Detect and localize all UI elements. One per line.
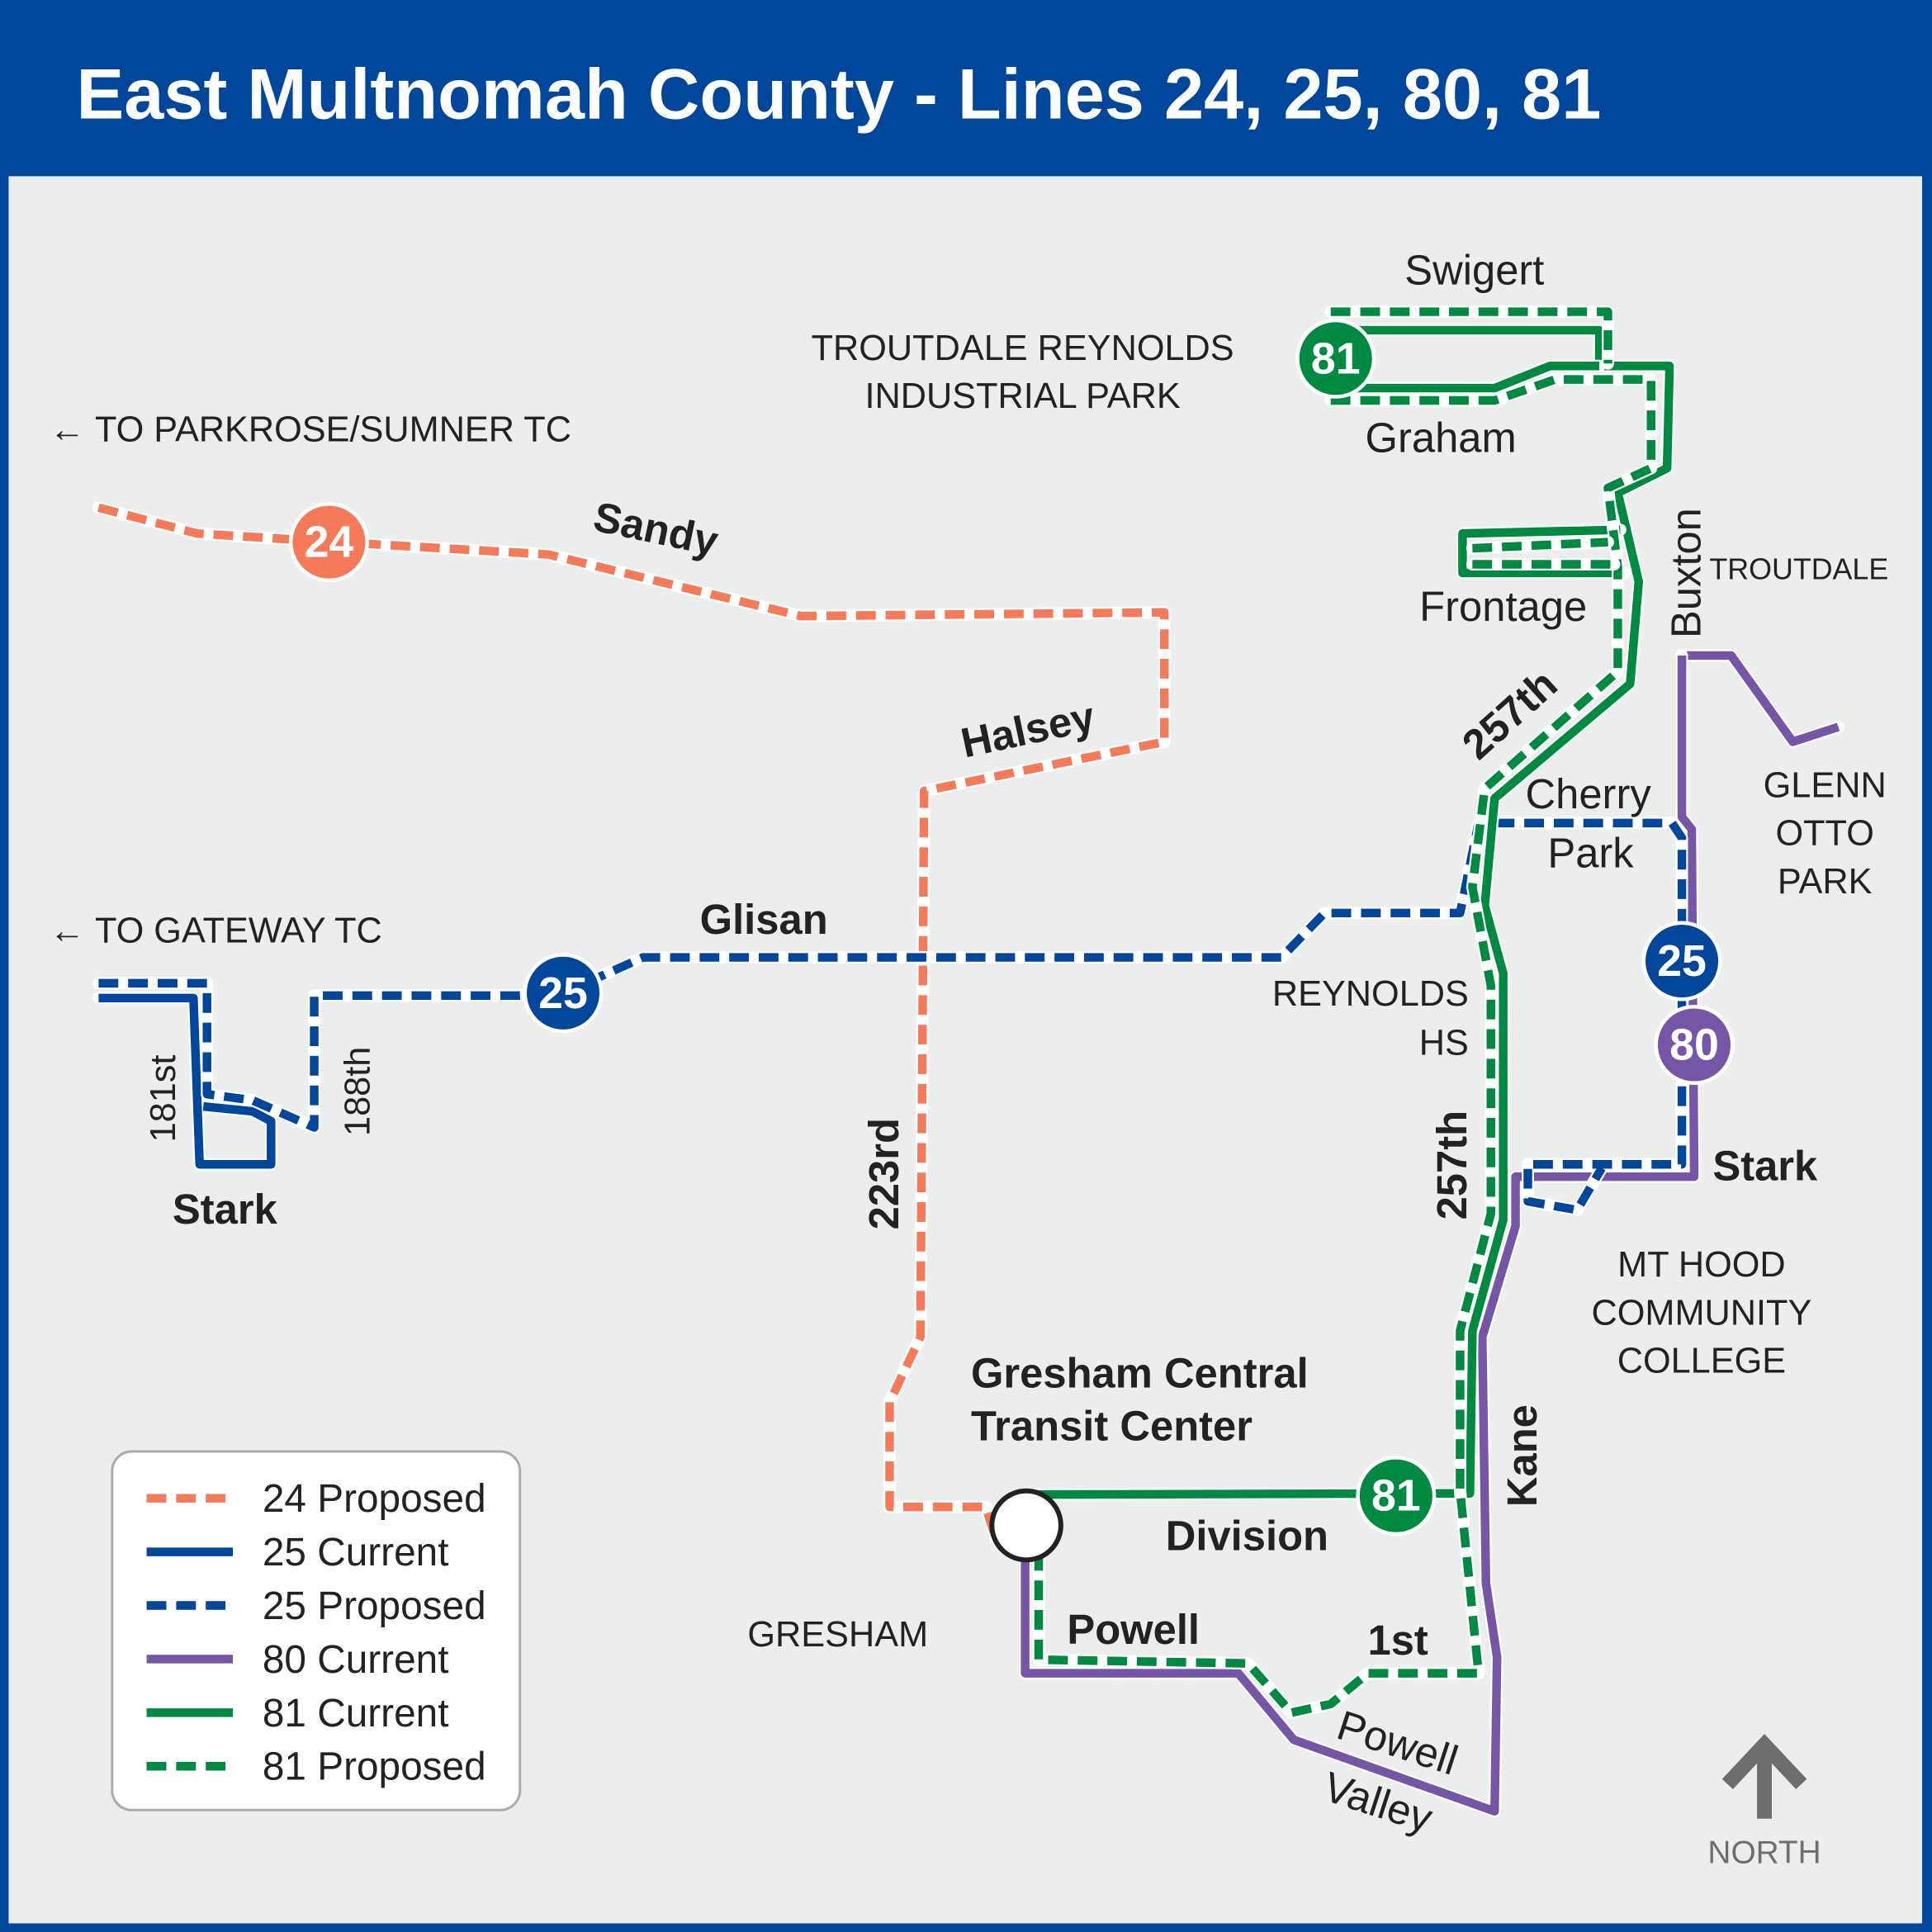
route-81-current [1330, 362, 1600, 393]
route-80-current [1020, 655, 1699, 1816]
legend-label: 81 Current [263, 1692, 449, 1735]
legend-label: 80 Current [263, 1638, 449, 1682]
place-hs: HS [1419, 1023, 1469, 1063]
street-257th-south: 257th [1428, 1110, 1475, 1220]
legend-box [111, 1450, 522, 1811]
street-1st: 1st [1368, 1617, 1428, 1664]
badge-25-east [1641, 921, 1722, 1002]
street-graham: Graham [1366, 414, 1517, 462]
route-25-current [98, 993, 276, 1169]
place-industrial-park: INDUSTRIAL PARK [865, 376, 1181, 416]
street-park: Park [1547, 830, 1634, 877]
street-stark-west: Stark [173, 1186, 278, 1233]
badge-81-north-label: 81 [1311, 334, 1361, 383]
place-college: COLLEGE [1617, 1341, 1786, 1380]
route-81-proposed [1472, 537, 1608, 553]
route-81-proposed [1034, 375, 1655, 1717]
street-181st: 181st [144, 1055, 183, 1143]
route-80-current [1682, 651, 1840, 746]
direction-parkrose: ← TO PARKROSE/SUMNER TC [50, 410, 571, 449]
badge-81-south [1356, 1456, 1437, 1537]
place-troutdale-reynolds: TROUTDALE REYNOLDS [812, 329, 1234, 368]
street-kane: Kane [1499, 1404, 1546, 1507]
badge-81-north [1295, 318, 1376, 399]
place-community: COMMUNITY [1592, 1293, 1812, 1333]
street-188th: 188th [339, 1047, 378, 1136]
badge-80-label: 80 [1669, 1020, 1719, 1070]
legend-label: 81 Proposed [263, 1745, 486, 1789]
legend-label: 24 Proposed [263, 1477, 486, 1521]
route-24-proposed [97, 503, 1169, 1540]
badges: 24 25 81 25 80 81 [288, 318, 1735, 1563]
page-title: East Multnomah County - Lines 24, 25, 80… [77, 54, 1602, 134]
route-81-current [1029, 325, 1674, 1499]
street-stark-east: Stark [1712, 1143, 1818, 1190]
legend-label: 25 Proposed [263, 1584, 486, 1628]
badge-25-west-label: 25 [538, 968, 588, 1018]
street-frontage: Frontage [1419, 583, 1587, 630]
transit-center-label-1: Gresham Central [971, 1349, 1309, 1396]
badge-24-label: 24 [305, 518, 354, 567]
street-swigert: Swigert [1404, 247, 1544, 294]
direction-gateway: ← TO GATEWAY TC [50, 912, 382, 951]
legend-label: 25 Current [263, 1531, 449, 1574]
place-gresham: GRESHAM [747, 1615, 928, 1655]
place-reynolds: REYNOLDS [1272, 974, 1469, 1014]
places: TROUTDALE REYNOLDS INDUSTRIAL PARK TROUT… [747, 329, 1888, 1655]
place-otto: OTTO [1775, 814, 1873, 854]
place-mt-hood: MT HOOD [1617, 1245, 1786, 1285]
route-25-proposed [98, 818, 1687, 1215]
transit-center-label-2: Transit Center [971, 1403, 1252, 1450]
route-81-current [1458, 525, 1624, 578]
north-arrow-icon [1721, 1734, 1807, 1819]
street-cherry: Cherry [1526, 770, 1652, 817]
legend: 24 Proposed 25 Current 25 Proposed 80 Curre… [111, 1450, 522, 1811]
street-powell: Powell [1067, 1606, 1200, 1653]
street-223rd: 223rd [860, 1118, 907, 1229]
badge-25-west [523, 953, 604, 1034]
route-81-proposed [1330, 307, 1612, 364]
place-troutdale: TROUTDALE [1709, 552, 1888, 585]
transit-center-marker [989, 1488, 1063, 1563]
street-glisan: Glisan [700, 896, 828, 943]
place-glenn: GLENN [1764, 766, 1887, 806]
badge-25-east-label: 25 [1657, 936, 1707, 986]
badge-81-south-label: 81 [1371, 1471, 1421, 1521]
place-park: PARK [1778, 862, 1873, 902]
north-label: NORTH [1707, 1835, 1821, 1870]
badge-80 [1654, 1005, 1735, 1086]
street-division: Division [1166, 1512, 1328, 1559]
street-buxton: Buxton [1662, 508, 1709, 638]
badge-24 [288, 502, 369, 583]
